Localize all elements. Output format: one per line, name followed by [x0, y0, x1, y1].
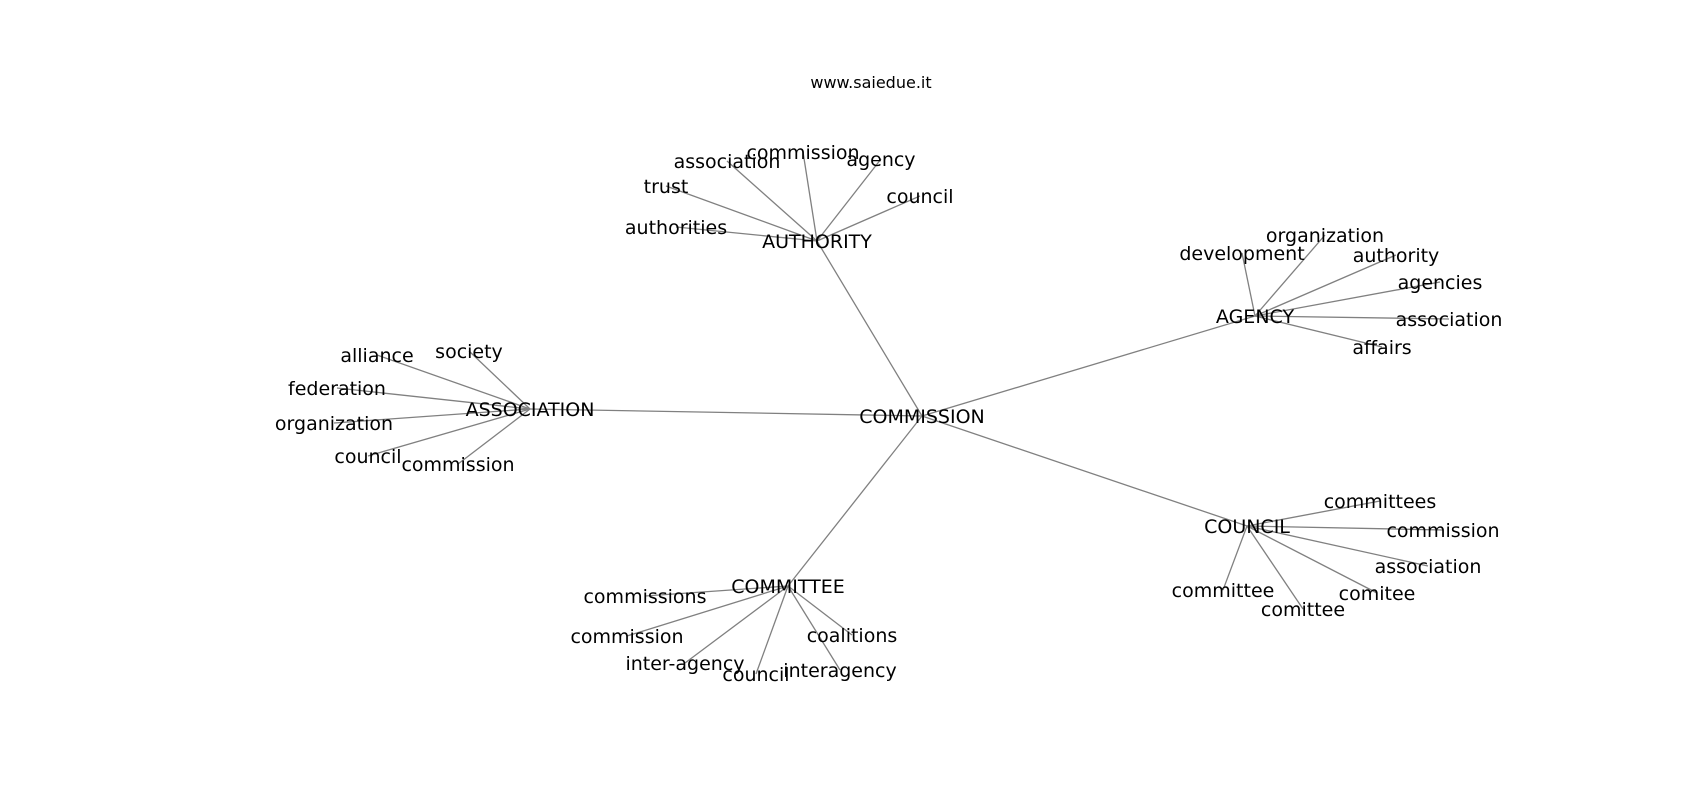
node-hub-committee: COMMITTEE [731, 576, 845, 598]
node-hub-council: COUNCIL [1204, 516, 1290, 538]
site-watermark: www.saiedue.it [810, 73, 931, 92]
node-leaf-association-council: council [334, 446, 401, 468]
node-leaf-council-comitee: comitee [1339, 583, 1416, 605]
node-leaf-council-association: association [1375, 556, 1482, 578]
node-leaf-agency-agencies: agencies [1398, 272, 1483, 294]
node-hub-authority: AUTHORITY [762, 231, 872, 253]
node-leaf-agency-development: development [1179, 243, 1304, 265]
edge-root-authority [816, 240, 923, 417]
edge-authority-agency [816, 158, 882, 242]
edge-council-comitee [1246, 525, 1378, 594]
graph-edges [333, 151, 1450, 675]
graph-labels: www.saiedue.it COMMISSION AUTHORITY commis… [275, 73, 1502, 686]
node-leaf-association-society: society [435, 341, 503, 363]
edge-association-organization [333, 408, 531, 424]
edge-council-committee [1222, 525, 1248, 591]
edge-committee-coalitions [787, 585, 853, 636]
edge-association-society [468, 350, 531, 410]
node-root: COMMISSION [859, 406, 985, 428]
node-leaf-committee-inter-agency: inter-agency [625, 653, 744, 675]
edge-association-alliance [376, 354, 531, 410]
node-leaf-agency-organization: organization [1266, 225, 1384, 247]
edge-authority-authorities [675, 226, 818, 242]
edge-association-commission [457, 408, 531, 465]
edge-authority-commission [802, 151, 818, 242]
node-leaf-committee-coalitions: coalitions [807, 625, 898, 647]
node-leaf-council-commission: commission [1386, 520, 1499, 542]
edge-committee-interagency [787, 585, 841, 671]
node-leaf-committee-commissions: commissions [583, 586, 706, 608]
node-leaf-agency-association: association [1396, 309, 1503, 331]
node-leaf-committee-interagency: interagency [783, 660, 896, 682]
node-leaf-council-comittee: comittee [1261, 599, 1345, 621]
edge-agency-affairs [1254, 315, 1383, 348]
edge-council-committees [1246, 500, 1381, 527]
node-leaf-committee-commission: commission [570, 626, 683, 648]
edge-root-agency [921, 315, 1256, 417]
edge-council-comittee [1246, 525, 1304, 610]
edge-council-commission [1246, 525, 1444, 531]
edge-association-council [367, 408, 531, 457]
edge-agency-organization [1254, 234, 1326, 317]
node-leaf-association-commission: commission [401, 454, 514, 476]
node-leaf-authority-trust: trust [644, 176, 689, 198]
node-leaf-agency-authority: authority [1353, 245, 1440, 267]
node-leaf-authority-agency: agency [846, 149, 915, 171]
edge-authority-trust [665, 185, 818, 242]
node-leaf-council-committees: committees [1324, 491, 1437, 513]
edge-agency-association [1254, 315, 1450, 320]
edge-committee-commissions [644, 585, 789, 597]
edge-association-federation [336, 387, 531, 410]
edge-root-council [921, 415, 1248, 527]
edge-committee-inter-agency [684, 585, 789, 664]
edge-agency-authority [1254, 254, 1397, 317]
edge-authority-council [816, 195, 921, 242]
edge-committee-council [755, 585, 789, 675]
edge-agency-agencies [1254, 281, 1441, 317]
node-leaf-committee-council: council [722, 664, 789, 686]
node-leaf-association-federation: federation [288, 378, 386, 400]
node-leaf-association-organization: organization [275, 413, 393, 435]
edge-agency-development [1241, 252, 1256, 317]
edge-root-committee [787, 415, 923, 587]
node-leaf-authority-commission: commission [746, 142, 859, 164]
node-hub-agency: AGENCY [1216, 306, 1295, 328]
node-hub-association: ASSOCIATION [466, 399, 595, 421]
node-leaf-council-committee: committee [1172, 580, 1275, 602]
edge-authority-association [726, 160, 818, 242]
node-leaf-authority-authorities: authorities [625, 217, 727, 239]
edge-committee-commission [626, 585, 789, 637]
edge-council-association [1246, 525, 1429, 567]
node-leaf-agency-affairs: affairs [1352, 337, 1411, 359]
node-leaf-authority-council: council [886, 186, 953, 208]
edge-root-association [529, 408, 923, 417]
node-leaf-authority-association: association [674, 151, 781, 173]
node-leaf-association-alliance: alliance [340, 345, 413, 367]
